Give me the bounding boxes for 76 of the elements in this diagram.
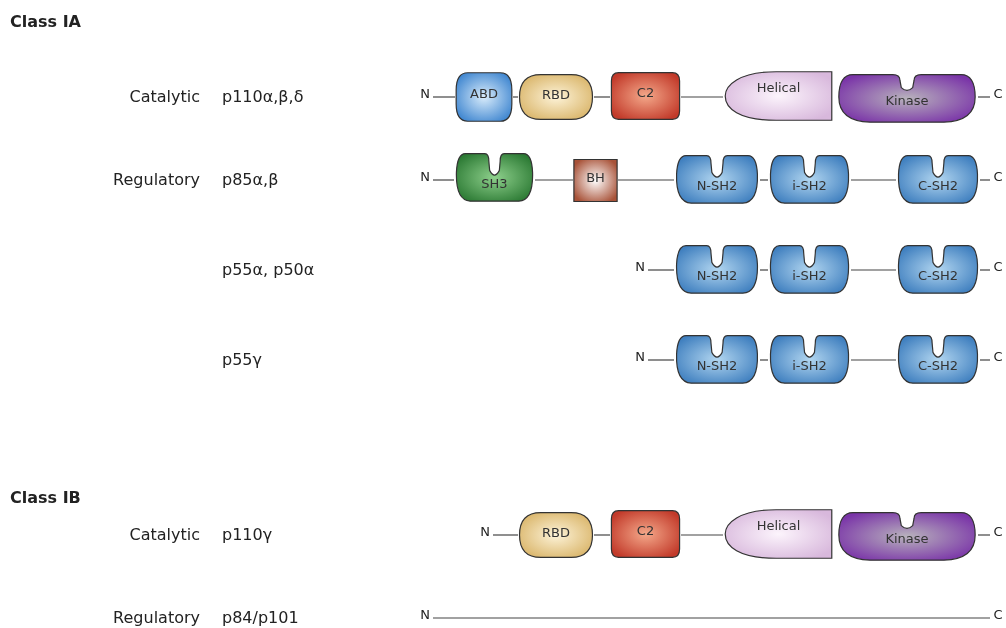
terminus-label: C [990,168,1006,186]
section-heading: Class IB [10,488,81,508]
row-label: p55α, p50α [222,260,315,280]
protein-domain [573,158,618,203]
connector-line [512,96,519,98]
connector-line [593,96,611,98]
domain-label: i-SH2 [791,358,828,373]
row-label: Regulatory [113,608,200,628]
connector-line [850,359,897,361]
domain-label: C2 [635,85,656,100]
domain-label: i-SH2 [791,268,828,283]
terminus-label: C [990,523,1006,541]
domain-label: i-SH2 [791,178,828,193]
connector-line [979,179,991,181]
connector-line [617,179,675,181]
protein-domain [518,73,594,121]
domain-label: RBD [541,525,571,540]
domain-label: Helical [755,80,802,95]
terminus-label: N [632,348,648,366]
row-label: p110γ [222,525,273,545]
connector-line [977,96,991,98]
connector-line [850,179,897,181]
domain-label: Kinase [884,93,930,108]
row-label: p84/p101 [222,608,299,628]
connector-line [759,269,769,271]
row-label: p110α,β,δ [222,87,304,107]
terminus-label: N [417,85,433,103]
domain-label: N-SH2 [695,178,739,193]
domain-label: BH [585,170,606,185]
row-label: Regulatory [113,170,200,190]
terminus-label: N [417,606,433,624]
connector-line [759,179,769,181]
protein-domain [723,508,834,560]
row-label: p85α,β [222,170,279,190]
protein-domain [610,71,681,121]
connector-line [647,359,675,361]
terminus-label: N [417,168,433,186]
connector-line [979,359,991,361]
connector-line [680,534,724,536]
terminus-label: C [990,606,1006,624]
domain-label: C-SH2 [916,268,960,283]
domain-label: C2 [635,523,656,538]
domain-label: SH3 [480,176,509,191]
row-label: Catalytic [129,525,200,545]
protein-domain [723,70,834,122]
connector-line [432,617,991,619]
terminus-label: C [990,348,1006,366]
connector-line [979,269,991,271]
protein-domain [455,71,513,123]
domain-label: Helical [755,518,802,533]
domain-label: N-SH2 [695,268,739,283]
section-heading: Class IA [10,12,81,32]
terminus-label: N [632,258,648,276]
connector-line [977,534,991,536]
connector-line [432,96,456,98]
terminus-label: N [477,523,493,541]
domain-label: ABD [469,86,499,101]
connector-line [850,269,897,271]
row-label: p55γ [222,350,262,370]
domain-label: RBD [541,87,571,102]
connector-line [680,96,724,98]
domain-label: C-SH2 [916,358,960,373]
row-label: Catalytic [129,87,200,107]
connector-line [492,534,519,536]
connector-line [759,359,769,361]
terminus-label: C [990,258,1006,276]
domain-label: C-SH2 [916,178,960,193]
domain-label: N-SH2 [695,358,739,373]
connector-line [647,269,675,271]
connector-line [432,179,455,181]
terminus-label: C [990,85,1006,103]
protein-domain [518,511,594,559]
connector-line [593,534,611,536]
domain-label: Kinase [884,531,930,546]
protein-domain [610,509,681,559]
connector-line [534,179,574,181]
